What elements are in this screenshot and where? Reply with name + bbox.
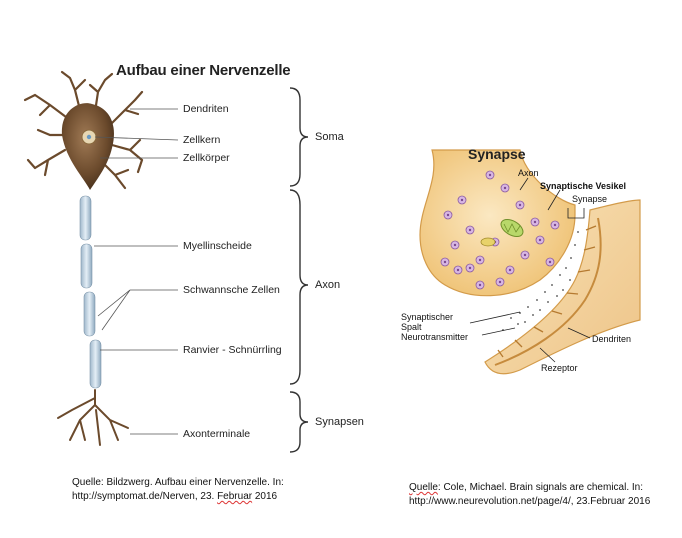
label-schwannsche-zellen: Schwannsche Zellen — [183, 284, 280, 296]
label-dendriten: Dendriten — [183, 103, 229, 115]
source-left-year: 2016 — [252, 491, 278, 502]
brace-soma — [289, 87, 309, 187]
source-left: Quelle: Bildzwerg. Aufbau einer Nervenze… — [72, 476, 284, 504]
label-synaptische-vesikel: Synaptische Vesikel — [540, 181, 627, 191]
label-axonterminale: Axonterminale — [183, 428, 251, 440]
source-right: Quelle: Cole, Michael. Brain signals are… — [409, 481, 650, 509]
label-ranvier: Ranvier - Schnürrling — [183, 344, 282, 356]
label-synaptischer: Synaptischer — [401, 312, 454, 322]
group-label-soma: Soma — [315, 131, 344, 143]
source-right-rest: : Cole, Michael. Brain signals are chemi… — [437, 482, 643, 493]
group-label-axon: Axon — [315, 279, 341, 291]
cell-body — [61, 103, 114, 190]
diagram-title-synapse: Synapse — [468, 146, 526, 162]
label-axon-synapse: Axon — [518, 168, 539, 178]
source-right-word: Quelle — [409, 482, 438, 493]
source-left-rest: : Bildzwerg. Aufbau einer Nervenzelle. I… — [100, 477, 284, 488]
axon-myelin — [79, 195, 102, 389]
source-left-month: Februar — [217, 491, 253, 502]
label-neurotransmitter: Neurotransmitter — [401, 332, 469, 342]
label-zellkoerper: Zellkörper — [183, 152, 230, 164]
label-myelinscheide: Myellinscheide — [183, 240, 252, 252]
label-spalt: Spalt — [401, 322, 422, 332]
diagram-title-nervenzelle: Aufbau einer Nervenzelle — [116, 62, 291, 79]
label-dendriten-synapse: Dendriten — [592, 334, 632, 344]
axon-terminal-branches — [57, 389, 129, 446]
source-right-url: http://www.neurevolution.net/page/4/, 23… — [409, 496, 651, 507]
source-left-url: http://symptomat.de/Nerven, 23. — [72, 491, 218, 502]
axon-terminal — [419, 149, 576, 297]
group-label-synapsen: Synapsen — [315, 416, 364, 428]
mitochondria — [480, 218, 524, 247]
brace-synapsen — [289, 391, 309, 453]
label-rezeptor: Rezeptor — [541, 363, 578, 373]
neurotransmitter-dots — [502, 231, 579, 331]
label-synapse: Synapse — [572, 194, 608, 204]
label-zellkern: Zellkern — [183, 134, 221, 146]
brace-axon — [289, 189, 309, 385]
source-left-word: Quelle — [72, 477, 101, 488]
